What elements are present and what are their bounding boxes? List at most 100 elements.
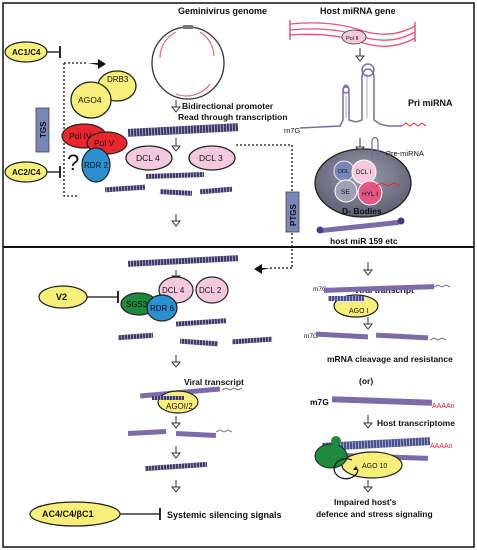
sirna-fragment	[199, 186, 233, 195]
dcl1-label: DCL I	[356, 170, 371, 176]
dcl2-protein	[195, 276, 229, 304]
ddl-label: DDL	[338, 169, 349, 175]
promoter-line1: Bidirectional promoter	[182, 101, 274, 111]
sirna-fragment	[144, 461, 208, 472]
cleaved-tail	[215, 429, 233, 433]
dsrna-strand	[127, 123, 239, 137]
ac4-c4-bc1-suppressor: AC4/C4/βC1	[29, 501, 161, 527]
cleavage-label: mRNA cleavage and resistance	[327, 354, 453, 364]
genome-title: Geminivirus genome	[178, 6, 267, 16]
pre-mirna-hairpin	[371, 136, 379, 160]
rdr2-label: RDR 2	[84, 161, 109, 170]
cleaved-mrna	[375, 332, 429, 341]
host-mirna-gene-title: Host miRNA gene	[320, 6, 396, 16]
rdr6-label: RDR 6	[150, 304, 175, 313]
ac1c4-label: AC1/C4	[12, 48, 41, 57]
sirna-fragment	[159, 189, 193, 196]
ago1-complex	[323, 284, 451, 318]
m7g-label-c: m7G	[310, 397, 329, 407]
hyl1-protein	[357, 180, 383, 206]
host-mrna	[331, 396, 433, 406]
arrow-down	[170, 416, 182, 429]
cleaved-mrna	[315, 331, 369, 340]
ago10-complex	[314, 436, 431, 480]
dsrna-strand	[127, 255, 239, 267]
arrow-down	[354, 48, 366, 62]
v2-label: V2	[56, 292, 67, 302]
viral-transcript-label-left: Viral transcript	[184, 377, 244, 387]
tgs-arrow	[88, 59, 106, 69]
ago4-protein	[70, 81, 112, 119]
dbodies-label: D- Bodies	[342, 206, 382, 216]
geminivirus-genome-circle	[151, 25, 225, 100]
sirna-fragment	[104, 184, 146, 193]
drb3-label: DRB3	[107, 75, 129, 84]
arrow-down	[170, 446, 182, 459]
ago4-label: AGO4	[78, 95, 102, 105]
dcl2-label: DCL 2	[199, 286, 222, 295]
sirna-fragment	[175, 318, 227, 327]
arrow-down	[362, 480, 374, 493]
arrow-genome-down	[170, 100, 182, 113]
pol-ii-label: Pol II	[346, 36, 359, 42]
pol-iv-label: Pol IV	[69, 131, 92, 141]
host-mir-duplex	[316, 217, 405, 234]
arrow-down	[170, 480, 182, 493]
tgs-bracket	[63, 63, 78, 197]
v2-suppressor: V2	[38, 285, 119, 309]
tgs-box	[35, 107, 50, 153]
ptgs-box	[285, 191, 300, 233]
se-protein	[334, 179, 358, 203]
systemic-signals-label: Systemic silencing signals	[167, 510, 282, 520]
ac2c4-suppressor: AC2/C4	[4, 161, 61, 183]
rdr2-protein	[81, 147, 111, 183]
ago10-label: AGO 10	[362, 463, 387, 470]
ago1-label: AGO I	[349, 308, 369, 315]
pol-ii-protein	[341, 29, 367, 45]
dcl4-label: DCL 4	[136, 153, 160, 163]
dcl4-protein	[125, 145, 173, 171]
ptgs-bracket	[236, 144, 293, 268]
pri-mirna-label: Pri miRNA	[408, 98, 453, 108]
arrow-to-dcl	[170, 138, 182, 152]
polya-label-2: AAAAn	[430, 443, 453, 450]
pol-v-label: Pol V	[94, 138, 115, 148]
promoter-line2: Read through transcription	[178, 112, 288, 122]
ac4-label: AC4/C4/βC1	[42, 509, 94, 519]
m7g-label-a: m7G	[313, 286, 327, 293]
ago12-complex	[139, 386, 243, 414]
host-mir-label: host miR 159 etc	[330, 236, 398, 246]
m7g-label-b: m7G	[304, 333, 318, 340]
pri-mirna-structure	[299, 63, 427, 129]
ac2c4-label: AC2/C4	[12, 168, 41, 177]
tgs-label: TGS	[39, 121, 48, 138]
arrow-down	[362, 262, 374, 276]
dcl4-label-b: DCL 4	[162, 286, 185, 295]
hyl1-label: HYL I	[362, 191, 378, 198]
sirna-fragment	[231, 336, 273, 345]
ptgs-label: PTGS	[289, 204, 298, 226]
cleaved-fragment	[175, 430, 217, 439]
cleaved-fragment	[127, 429, 167, 436]
pre-mirna-tail	[375, 182, 401, 187]
arrow-down	[170, 214, 182, 227]
sgs3-label: SGS3	[126, 300, 148, 309]
ptgs-arrow	[254, 264, 270, 274]
rdr6-protein	[146, 294, 178, 322]
sirna-fragment	[117, 332, 154, 341]
arrow-down	[362, 415, 374, 429]
se-label: SE	[341, 189, 350, 196]
host-transcriptome-label: Host transcriptome	[377, 418, 455, 428]
or-label: (or)	[359, 376, 373, 386]
impaired-line2: defence and stress signaling	[316, 509, 433, 519]
ac1c4-suppressor: AC1/C4	[4, 41, 61, 63]
ago12-label: AGOI/2	[166, 402, 193, 411]
pre-mirna-label: Pre-miRNA	[386, 149, 424, 158]
polya-label-1: AAAAn	[432, 403, 455, 410]
impaired-line1: Impaired host's	[334, 497, 397, 507]
cleaved-tail	[429, 337, 447, 341]
question-mark: ?	[67, 150, 79, 175]
